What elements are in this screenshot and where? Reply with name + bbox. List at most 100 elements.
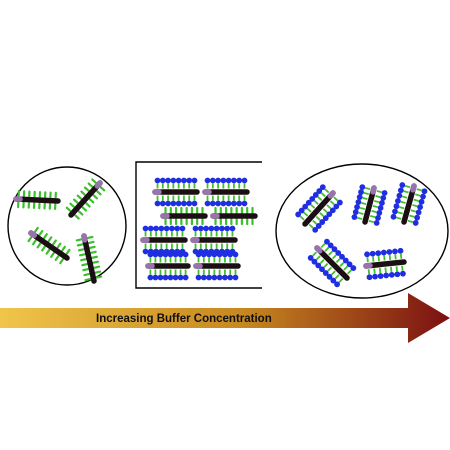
ligand-head [326, 211, 333, 218]
ligand-head [182, 274, 189, 281]
ligand-layer [154, 177, 198, 207]
ligand-head [333, 203, 340, 210]
ligand-head [200, 251, 207, 258]
ligand-mark [78, 253, 86, 257]
ligand-head [215, 177, 221, 184]
ligand-mark [75, 238, 83, 242]
rod-with-long-ligands [363, 247, 407, 281]
arrow-shape [0, 293, 450, 343]
ligand-head [241, 200, 248, 207]
ligand-head [232, 274, 239, 281]
ligand-layer [65, 178, 106, 220]
ligand-mark [56, 242, 62, 249]
ligand-layer [75, 235, 103, 282]
rod-with-short-ligands [75, 233, 103, 284]
ligand-layer [295, 184, 343, 233]
ligand-mark [65, 248, 71, 255]
rod-end [81, 233, 88, 243]
ligand-head [200, 274, 207, 281]
ligand-head [186, 200, 193, 207]
ligand-mark [92, 194, 98, 200]
ligand-stem [331, 270, 336, 276]
ligand-head [373, 220, 380, 226]
ligand-mark [80, 258, 87, 262]
ligand-head [159, 200, 166, 207]
ligand-mark [45, 248, 51, 255]
ligand-head [377, 273, 384, 279]
ligand-head [399, 182, 406, 188]
ligand-mark [47, 236, 53, 243]
ligand-head [298, 207, 305, 214]
ligand-stem [317, 196, 323, 201]
ligand-stem [401, 265, 404, 271]
ligand-head [305, 199, 312, 206]
ligand-stem [363, 191, 369, 196]
ligand-stem [402, 195, 408, 199]
ligand-layer [27, 226, 71, 265]
ligand-mark [96, 190, 102, 196]
ligand-mark [92, 260, 100, 264]
ligand-stem [400, 200, 406, 204]
ligand-stem [412, 204, 418, 208]
ligand-stem [416, 188, 422, 192]
ligand-head [174, 225, 181, 232]
ligand-head [195, 251, 202, 258]
ligand-head [191, 200, 198, 207]
rod-with-short-ligands [160, 206, 208, 226]
rod-with-long-ligands [295, 184, 343, 233]
ligand-head [191, 177, 198, 184]
ligand-mark [32, 239, 37, 246]
ligand-stem [331, 254, 337, 260]
ligand-head [147, 225, 154, 232]
ligand-head [175, 177, 182, 184]
ligand-mark [74, 214, 80, 220]
ligand-mark [80, 190, 86, 196]
ligand-stem [328, 250, 333, 256]
rod-body [68, 180, 103, 218]
ligand-head [392, 208, 398, 215]
ligand-head [181, 200, 187, 207]
ligand-head [354, 204, 360, 210]
panel-circle-frame [7, 166, 127, 286]
ligand-head [231, 200, 237, 207]
ligand-head [312, 226, 319, 233]
ligand-head [319, 266, 325, 273]
ligand-head [311, 258, 318, 265]
ligand-head [302, 203, 309, 210]
rod-end [28, 230, 38, 239]
ligand-stem [306, 207, 312, 213]
ligand-head [206, 251, 212, 258]
ligand-stem [359, 206, 366, 210]
ligand-head [179, 225, 186, 232]
rod-body [28, 230, 70, 261]
ligand-mark [94, 270, 102, 274]
rod-body [314, 245, 350, 281]
ligand-mark [86, 235, 94, 240]
ligand-layer [147, 251, 189, 281]
ligand-stem [377, 256, 380, 262]
ligand-stem [315, 255, 321, 261]
ligand-stem [409, 214, 415, 218]
ligand-mark [34, 226, 39, 233]
rod-with-long-ligands [145, 251, 191, 281]
ligand-head [142, 248, 149, 255]
ligand-head [231, 177, 237, 184]
ligand-head [388, 271, 395, 278]
ligand-stem [375, 195, 381, 199]
ligand-stem [319, 212, 325, 217]
ligand-mark [84, 277, 92, 282]
ligand-stem [324, 188, 330, 194]
ligand-stem [334, 274, 340, 280]
ligand-stem [347, 269, 352, 275]
ligand-head [369, 250, 376, 257]
ligand-stem [320, 192, 326, 198]
ligand-stem [413, 198, 419, 202]
ligand-stem [384, 267, 387, 273]
ligand-head [335, 250, 342, 256]
rod-end [314, 245, 323, 254]
ligand-head [142, 225, 149, 232]
rod-with-long-ligands [140, 225, 188, 255]
ligand-head [192, 225, 199, 232]
ligand-head [322, 270, 329, 276]
ligand-mark [95, 275, 103, 279]
